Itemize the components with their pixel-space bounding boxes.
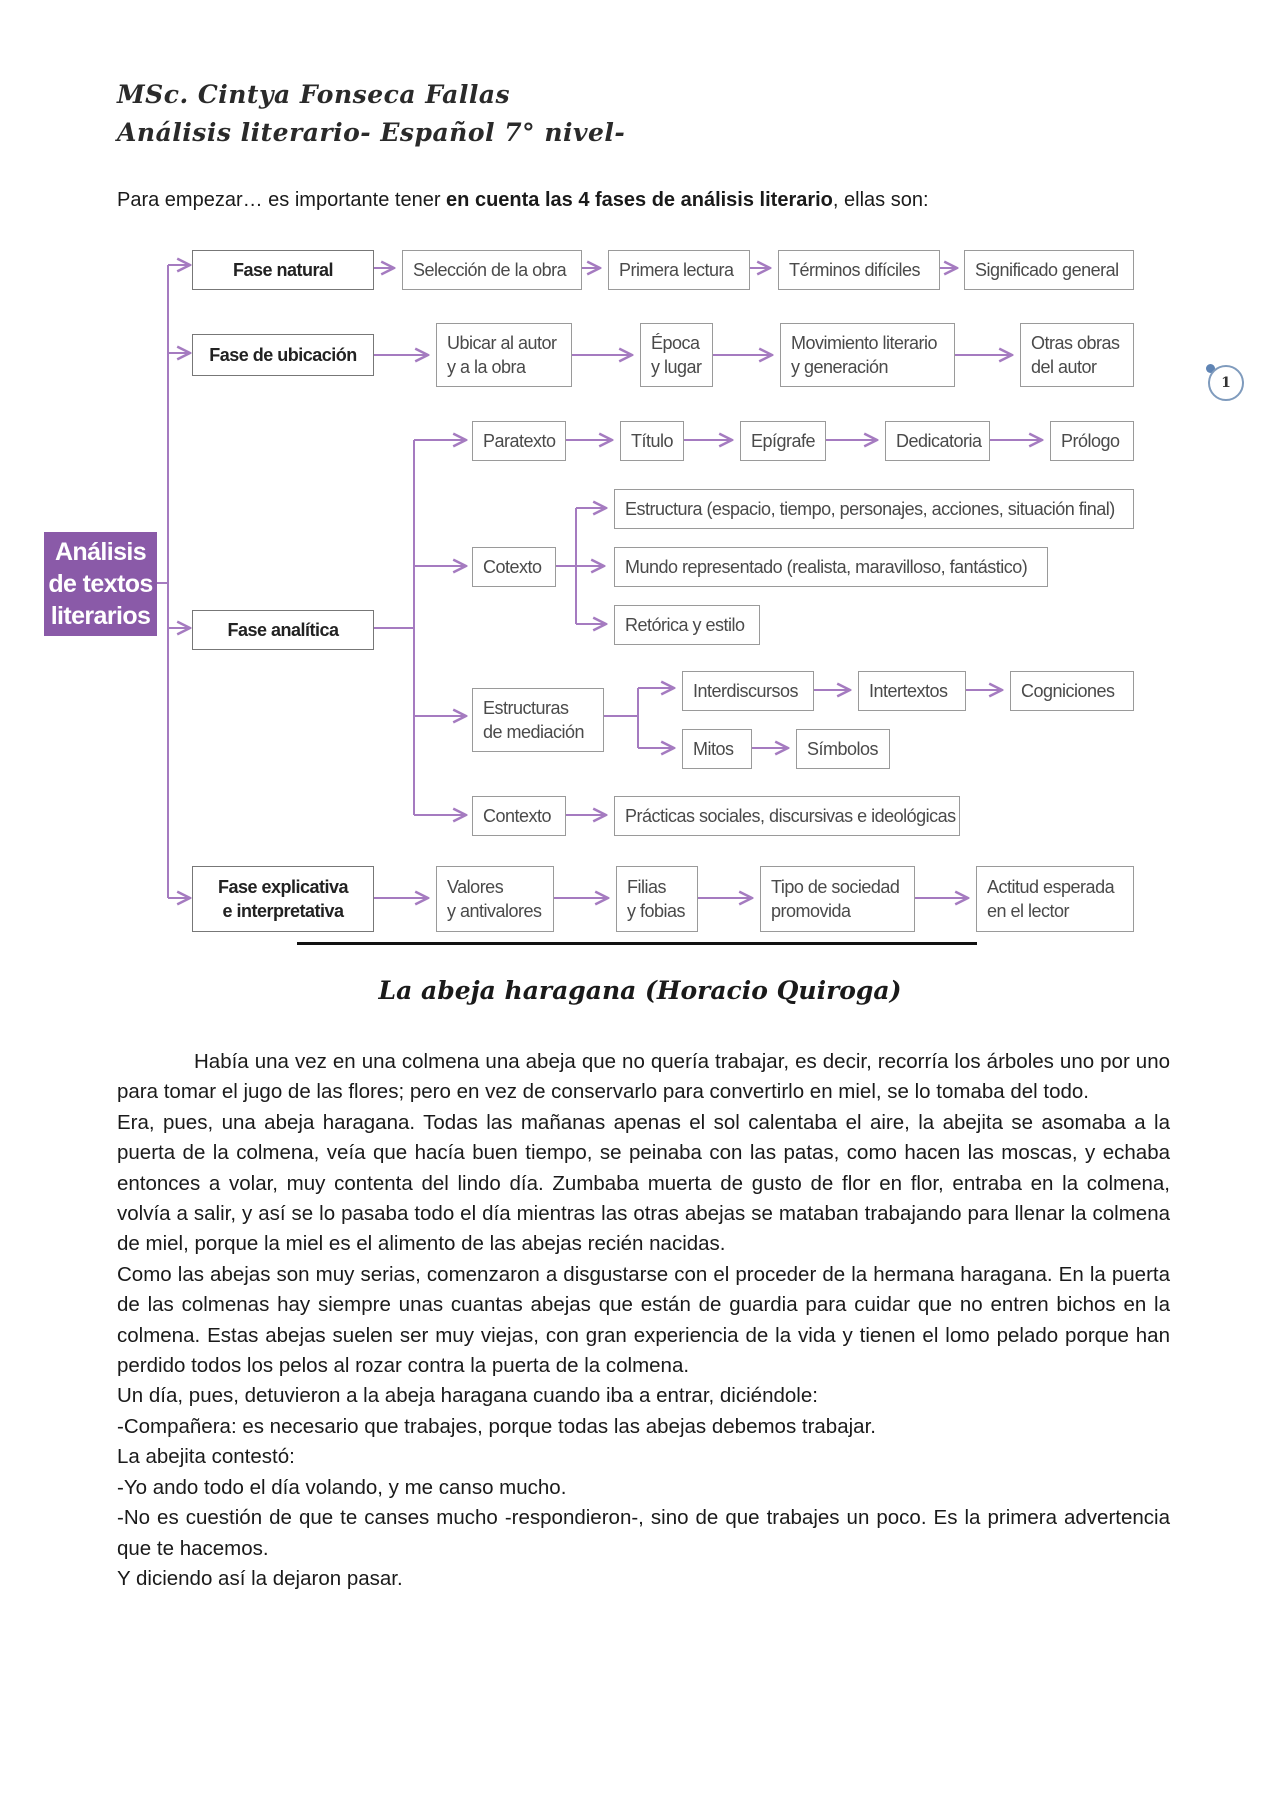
story-paragraph-2: Era, pues, una abeja haragana. Todas las…: [117, 1110, 1170, 1256]
story-body: Había una vez en una colmena una abeja q…: [117, 1047, 1170, 1594]
ubicacion-step-2-text: Época y lugar: [651, 333, 702, 377]
story-paragraph-5: -Compañera: es necesario que trabajes, p…: [117, 1414, 876, 1438]
story-paragraph-1: Había una vez en una colmena una abeja q…: [117, 1050, 1170, 1104]
story-title: La abeja haragana (Horacio Quiroga): [378, 976, 902, 1005]
ubicacion-step-3: Movimiento literario y generación: [780, 323, 955, 387]
story-paragraph-9: Y diciendo así la dejaron pasar.: [117, 1566, 403, 1590]
titulo-node: Título: [620, 421, 684, 461]
ubicacion-step-2: Época y lugar: [640, 323, 713, 387]
story-paragraph-4: Un día, pues, detuvieron a la abeja hara…: [117, 1384, 818, 1408]
interdiscursos-node: Interdiscursos: [682, 671, 814, 711]
ubicacion-step-4-text: Otras obras del autor: [1031, 333, 1120, 377]
page-number: 1: [1208, 365, 1244, 401]
natural-step-3: Términos difíciles: [778, 250, 940, 290]
prologo-node: Prólogo: [1050, 421, 1134, 461]
mediacion-node: Estructuras de mediación: [472, 688, 604, 752]
contexto-practicas: Prácticas sociales, discursivas e ideoló…: [614, 796, 960, 836]
story-paragraph-8: -No es cuestión de que te canses mucho -…: [117, 1506, 1170, 1560]
intro-after: , ellas son:: [832, 189, 929, 211]
intro-before: Para empezar… es importante tener: [117, 189, 447, 211]
phase-explicativa-text: Fase explicativa e interpretativa: [217, 877, 349, 921]
root-node: Análisis de textos literarios: [44, 532, 157, 636]
explicativa-step-3-text: Tipo de sociedad promovida: [771, 877, 900, 921]
ubicacion-step-4: Otras obras del autor: [1020, 323, 1134, 387]
explicativa-step-4: Actitud esperada en el lector: [976, 866, 1134, 932]
ubicacion-step-3-text: Movimiento literario y generación: [791, 333, 938, 377]
phase-ubicacion: Fase de ubicación: [192, 334, 374, 376]
cotexto-node: Cotexto: [472, 547, 556, 587]
contexto-node: Contexto: [472, 796, 566, 836]
document-header: MSc. Cintya Fonseca Fallas Análisis lite…: [117, 76, 625, 152]
ubicacion-step-1-text: Ubicar al autor y a la obra: [447, 333, 557, 377]
author-line: MSc. Cintya Fonseca Fallas: [117, 80, 511, 109]
cotexto-mundo: Mundo representado (realista, maravillos…: [614, 547, 1048, 587]
explicativa-step-2-text: Filias y fobias: [627, 877, 686, 921]
page-badge-dot: [1206, 364, 1215, 373]
explicativa-step-4-text: Actitud esperada en el lector: [987, 877, 1115, 921]
cogniciones-node: Cogniciones: [1010, 671, 1134, 711]
natural-step-1: Selección de la obra: [402, 250, 582, 290]
story-paragraph-6: La abejita contestó:: [117, 1445, 295, 1469]
phase-analitica: Fase analítica: [192, 610, 374, 650]
story-paragraph-3: Como las abejas son muy serias, comenzar…: [117, 1262, 1170, 1378]
diagram-divider: [297, 942, 977, 945]
intro-bold: en cuenta las 4 fases de análisis litera…: [446, 189, 833, 211]
natural-step-2: Primera lectura: [608, 250, 750, 290]
simbolos-node: Símbolos: [796, 729, 890, 769]
explicativa-step-3: Tipo de sociedad promovida: [760, 866, 915, 932]
paratexto-node: Paratexto: [472, 421, 566, 461]
phase-explicativa: Fase explicativa e interpretativa: [192, 866, 374, 932]
dedicatoria-node: Dedicatoria: [885, 421, 990, 461]
intro-text: Para empezar… es importante tener en cue…: [117, 186, 929, 214]
epigrafe-node: Epígrafe: [740, 421, 826, 461]
course-line: Análisis literario- Español 7° nivel-: [117, 118, 626, 147]
explicativa-step-1-text: Valores y antivalores: [447, 877, 542, 921]
phase-natural: Fase natural: [192, 250, 374, 290]
explicativa-step-1: Valores y antivalores: [436, 866, 554, 932]
story-paragraph-7: -Yo ando todo el día volando, y me canso…: [117, 1475, 567, 1499]
intertextos-node: Intertextos: [858, 671, 966, 711]
mitos-node: Mitos: [682, 729, 752, 769]
explicativa-step-2: Filias y fobias: [616, 866, 698, 932]
mediacion-node-text: Estructuras de mediación: [483, 698, 585, 742]
cotexto-retorica: Retórica y estilo: [614, 605, 760, 645]
cotexto-estructura: Estructura (espacio, tiempo, personajes,…: [614, 489, 1134, 529]
analysis-diagram-connectors: [157, 0, 1280, 960]
ubicacion-step-1: Ubicar al autor y a la obra: [436, 323, 572, 387]
natural-step-4: Significado general: [964, 250, 1134, 290]
